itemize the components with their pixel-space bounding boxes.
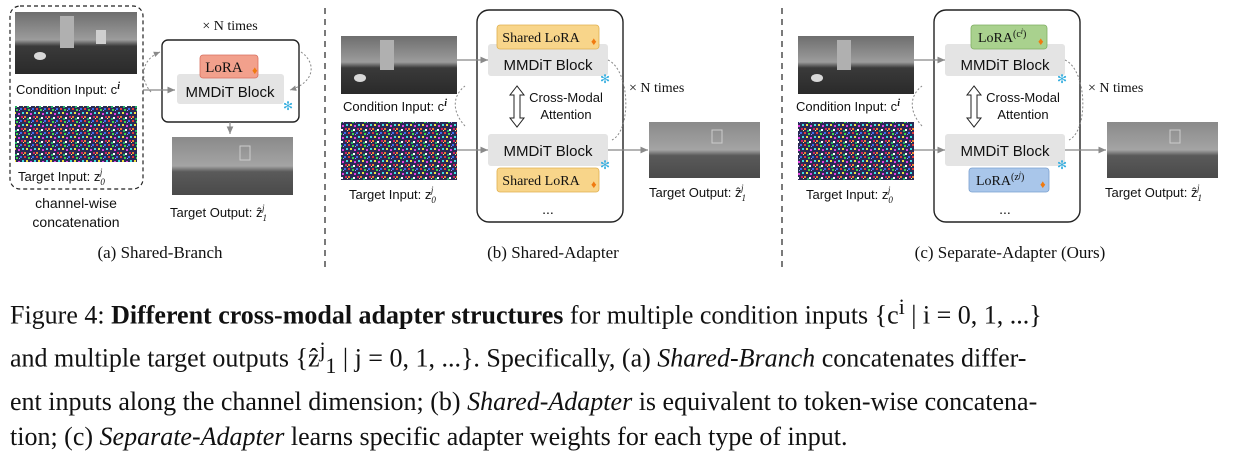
caption-text: for multiple condition inputs {c xyxy=(563,300,899,330)
target-input-label-c: Target Input: z0j xyxy=(806,185,893,205)
shared-lora-bottom-b xyxy=(496,167,600,193)
caption-text: learns specific adapter weights for each… xyxy=(284,421,848,451)
mmdit-block-bottom-c xyxy=(945,134,1065,166)
caption-line-3: ent inputs along the channel dimension; … xyxy=(10,384,1226,419)
panel-a: Condition Input: ci Target Input: z0j ch… xyxy=(9,5,312,262)
fire-icon: ♦ xyxy=(591,179,597,191)
panel-c: Condition Input: ci Target Input: z0j Lo… xyxy=(796,9,1218,262)
caption-sup: i xyxy=(898,295,905,319)
caption-line-4: tion; (c) Separate-Adapter learns specif… xyxy=(10,419,1226,454)
lora-label-a: LoRA xyxy=(205,60,243,76)
mmdit-block-bottom-label-b: MMDiT Block xyxy=(504,143,593,160)
target-output-label-c: Target Output: ẑ1j xyxy=(1105,183,1202,203)
caption-text: concatenates differ- xyxy=(815,343,1027,373)
target-output-image-a xyxy=(172,137,293,195)
ellipsis-c: ... xyxy=(999,201,1011,217)
times-label-c: × N times xyxy=(1088,81,1143,96)
caption-text: | i = 0, 1, ...} xyxy=(904,300,1042,330)
lora-condition-box-c xyxy=(970,24,1048,50)
lora-target-box-c xyxy=(968,167,1050,193)
mmdit-block-top-label-c: MMDiT Block xyxy=(961,57,1050,74)
snowflake-icon: ✻ xyxy=(600,158,610,172)
ellipsis-b: ... xyxy=(542,201,554,217)
condition-image xyxy=(15,12,137,74)
cross-modal-arrow-c xyxy=(965,85,983,128)
snowflake-icon: ✻ xyxy=(1057,158,1067,172)
snowflake-icon: ✻ xyxy=(283,99,293,113)
mmdit-block-a xyxy=(177,74,284,104)
mmdit-block-top-c xyxy=(945,44,1065,76)
caption-text: tion; (c) xyxy=(10,421,100,451)
target-input-label-b: Target Input: z0j xyxy=(349,185,436,205)
target-noise-image-b xyxy=(341,122,457,180)
panel-b: Condition Input: ci Target Input: z0j Sh… xyxy=(341,9,760,262)
fire-icon: ♦ xyxy=(252,65,258,77)
fire-icon: ♦ xyxy=(1040,179,1046,191)
mmdit-block-top-label-b: MMDiT Block xyxy=(504,57,593,74)
caption-term: Shared-Branch xyxy=(657,343,816,373)
caption-text: is equivalent to token-wise concatena- xyxy=(632,386,1038,416)
loop-arrow-right-c xyxy=(1064,59,1084,141)
attention-label-1-c: Cross-Modal xyxy=(986,90,1060,105)
lora-condition-label-c: LoRA(ci) xyxy=(978,27,1026,46)
subcaption-b: (b) Shared-Adapter xyxy=(487,243,619,262)
target-input-label-a: Target Input: z0j xyxy=(18,167,105,187)
times-label-a: × N times xyxy=(202,19,257,34)
target-output-label-a: Target Output: ẑ1j xyxy=(170,203,267,223)
loop-arrow-left-a xyxy=(143,51,161,93)
times-label-b: × N times xyxy=(629,81,684,96)
figure-label: Figure 4: xyxy=(10,300,105,330)
fire-icon: ♦ xyxy=(591,36,597,48)
mmdit-block-bottom-label-c: MMDiT Block xyxy=(961,143,1050,160)
caption-title: Different cross-modal adapter structures xyxy=(111,300,564,330)
condition-label-b: Condition Input: ci xyxy=(343,98,447,114)
caption-term: Shared-Adapter xyxy=(467,386,633,416)
condition-label-c: Condition Input: ci xyxy=(796,98,900,114)
condition-image-c xyxy=(798,36,914,94)
target-output-label-b: Target Output: ẑ1j xyxy=(649,183,746,203)
subcaption-a: (a) Shared-Branch xyxy=(97,243,223,262)
channel-label-1: channel-wise xyxy=(35,195,117,211)
figure-diagram: Condition Input: ci Target Input: z0j ch… xyxy=(9,5,1218,268)
caption-text: | j = 0, 1, ...}. Specifically, (a) xyxy=(336,343,658,373)
condition-image-b xyxy=(341,36,457,94)
attention-label-1-b: Cross-Modal xyxy=(529,90,603,105)
caption-text: and multiple target outputs {ẑ xyxy=(10,343,320,373)
caption-line-1: Figure 4: Different cross-modal adapter … xyxy=(10,290,1226,333)
shared-lora-bottom-label-b: Shared LoRA xyxy=(502,174,580,189)
subcaption-c: (c) Separate-Adapter (Ours) xyxy=(915,243,1106,262)
mmdit-block-top-b xyxy=(488,44,608,76)
loop-arrow-right-b xyxy=(607,59,627,141)
shared-lora-top-label-b: Shared LoRA xyxy=(502,31,580,46)
caption-text: ent inputs along the channel dimension; … xyxy=(10,386,468,416)
loop-arrow-b xyxy=(454,85,466,127)
cross-modal-arrow-b xyxy=(508,85,526,128)
shared-lora-top-b xyxy=(496,24,600,50)
fire-icon: ♦ xyxy=(1038,36,1044,48)
concat-dashed-box xyxy=(9,5,144,190)
loop-arrow-right-a xyxy=(289,51,312,91)
lora-target-label-c: LoRA(zj) xyxy=(976,170,1024,189)
target-noise-image-c xyxy=(798,122,914,180)
target-output-image-c xyxy=(1107,122,1218,178)
channel-label-2: concatenation xyxy=(32,214,119,230)
attention-label-2-c: Attention xyxy=(997,107,1048,122)
caption-sup: j xyxy=(319,337,326,362)
caption-sub: 1 xyxy=(325,353,337,378)
mmdit-block-bottom-b xyxy=(488,134,608,166)
attention-label-2-b: Attention xyxy=(540,107,591,122)
snowflake-icon: ✻ xyxy=(600,72,610,86)
figure-caption: Figure 4: Different cross-modal adapter … xyxy=(10,290,1226,454)
condition-label-a: Condition Input: ci xyxy=(16,81,120,97)
caption-term: Separate-Adapter xyxy=(99,421,285,451)
caption-line-2: and multiple target outputs {ẑj1 | j = 0… xyxy=(10,333,1226,384)
mmdit-block-label-a: MMDiT Block xyxy=(186,84,275,101)
lora-box-a xyxy=(199,54,259,79)
target-noise-image-a xyxy=(15,106,137,162)
target-output-image-b xyxy=(649,122,760,178)
snowflake-icon: ✻ xyxy=(1057,72,1067,86)
loop-arrow-c xyxy=(911,85,923,127)
